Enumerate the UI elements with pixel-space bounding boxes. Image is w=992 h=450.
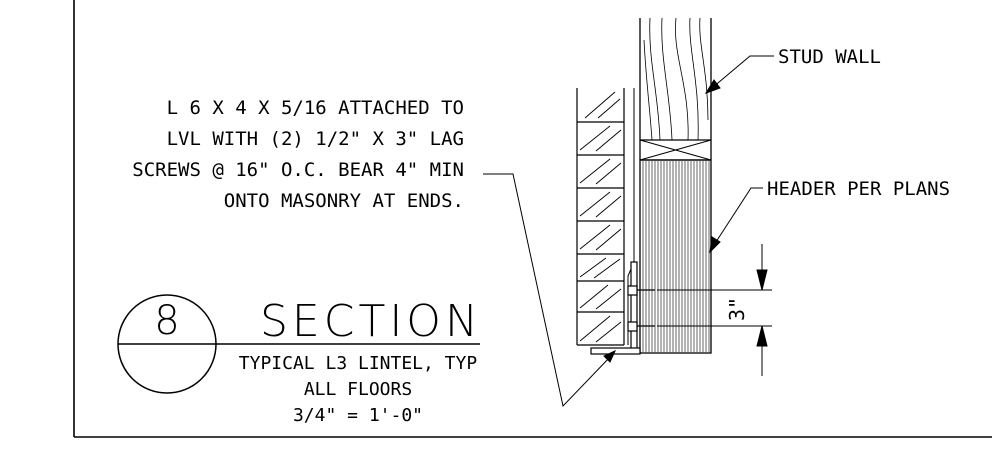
header-label: HEADER PER PLANS — [767, 178, 950, 200]
stud-wood-grain — [643, 17, 709, 141]
masonry-wall — [576, 88, 625, 346]
angle-note-line-2: LVL WITH (2) 1/2" X 3" LAG — [167, 128, 464, 150]
leader-angle-note — [483, 173, 617, 408]
sheet-border — [73, 0, 992, 438]
angle-note-line-3: SCREWS @ 16" O.C. BEAR 4" MIN — [132, 159, 464, 181]
angle-note-line-1: L 6 X 4 X 5/16 ATTACHED TO — [167, 97, 464, 119]
lvl-header — [639, 159, 712, 354]
section-subtitle-1: TYPICAL L3 LINTEL, TYP — [239, 353, 478, 374]
lvl-lamination — [642, 161, 710, 352]
angle-note-line-4: ONTO MASONRY AT ENDS. — [224, 190, 464, 212]
dimension-3in — [657, 244, 772, 376]
stud-wall-label: STUD WALL — [778, 46, 881, 68]
leader-stud-wall — [704, 55, 774, 94]
masonry-hatch — [579, 91, 622, 343]
section-subtitle-2: ALL FLOORS — [304, 379, 412, 400]
blocking — [639, 139, 712, 161]
lag-screws — [627, 285, 655, 332]
leader-header — [709, 187, 763, 254]
angle-note: L 6 X 4 X 5/16 ATTACHED TO LVL WITH (2) … — [132, 97, 464, 212]
section-marker — [117, 294, 480, 394]
section-heading: SECTION — [260, 296, 482, 347]
section-number: 8 — [154, 298, 179, 344]
dimension-label: 3" — [725, 297, 749, 321]
section-scale: 3/4" = 1'-0" — [293, 405, 423, 426]
